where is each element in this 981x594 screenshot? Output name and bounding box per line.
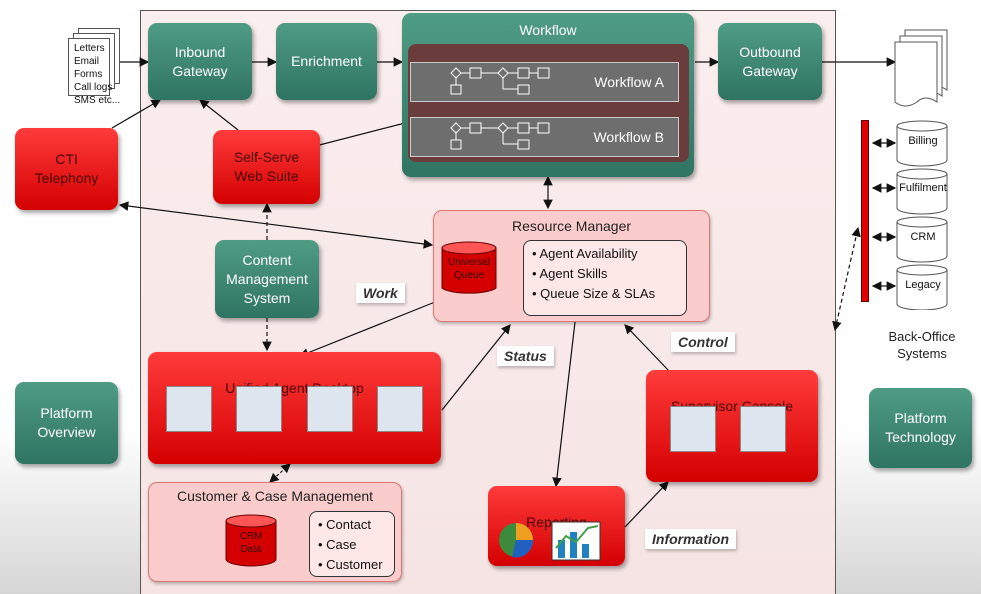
resource-manager-title: Resource Manager <box>511 218 632 234</box>
work-label: Work <box>356 283 405 303</box>
ccm-bullet-3: Customer <box>318 555 386 575</box>
outbound-gateway-node[interactable]: Outbound Gateway <box>718 23 822 100</box>
edge-backoffice <box>832 226 861 332</box>
back-office-legacy: Legacy <box>905 279 941 291</box>
crm-data-icon <box>225 514 277 567</box>
rm-bullet-2: Agent Skills <box>532 264 678 284</box>
agent-icon-3 <box>307 386 353 432</box>
workflow-b-flow-icon <box>450 122 550 150</box>
ccm-title: Customer & Case Management <box>176 488 374 504</box>
inputs-text: Letters Email Forms Call logs SMS etc... <box>74 43 121 106</box>
edge-cti-inbound <box>111 99 162 129</box>
edge-supervisor-rm <box>624 324 671 373</box>
workflow-b-label: Workflow B <box>593 129 664 145</box>
control-label: Control <box>671 332 735 352</box>
back-office-billing: Billing <box>908 135 938 147</box>
universal-queue-label: Universal Queue <box>448 257 490 281</box>
supervisor-icon-2 <box>740 406 786 452</box>
platform-technology-node[interactable]: Platform Technology <box>869 388 972 468</box>
back-office-bus <box>861 120 869 302</box>
enrichment-node[interactable]: Enrichment <box>276 23 377 100</box>
rm-bullet-box: Agent Availability Agent Skills Queue Si… <box>523 240 687 316</box>
supervisor-icon-1 <box>670 406 716 452</box>
ccm-bullet-2: Case <box>318 535 386 555</box>
workflow-a-flow-icon <box>450 67 550 95</box>
universal-queue-icon <box>441 241 497 294</box>
edge-reporting-supervisor <box>624 481 669 528</box>
inbound-gateway-node[interactable]: Inbound Gateway <box>148 23 252 100</box>
ccm-bullet-1: Contact <box>318 515 386 535</box>
reporting-charts-icon <box>499 521 601 561</box>
platform-overview-node[interactable]: Platform Overview <box>15 382 118 464</box>
crm-data-label: CRM Data <box>239 531 263 555</box>
back-office-fulfilment: Fulfilment <box>899 182 947 194</box>
rm-bullet-3: Queue Size & SLAs <box>532 284 678 304</box>
output-docs-icon <box>894 29 948 107</box>
content-management-node[interactable]: Content Management System <box>215 240 319 318</box>
edge-cti-rm <box>118 201 434 249</box>
input-doc-front <box>68 38 110 96</box>
edge-rm-reporting <box>552 321 576 488</box>
edge-uad-rm <box>441 324 511 411</box>
cti-telephony-node[interactable]: CTI Telephony <box>15 128 118 210</box>
rm-bullet-1: Agent Availability <box>532 244 678 264</box>
ccm-bullet-box: Contact Case Customer <box>309 511 395 577</box>
edge-uad-ccm <box>269 463 291 483</box>
agent-icon-2 <box>236 386 282 432</box>
information-label: Information <box>645 529 736 549</box>
back-office-title: Back-Office Systems <box>888 329 956 361</box>
agent-icon-4 <box>377 386 423 432</box>
self-serve-node[interactable]: Self-Serve Web Suite <box>213 130 320 204</box>
agent-icon-1 <box>166 386 212 432</box>
back-office-cylinders <box>896 120 948 310</box>
back-office-crm: CRM <box>910 231 936 243</box>
edge-rm-uad <box>298 299 441 358</box>
workflow-title: Workflow <box>519 22 577 38</box>
status-label: Status <box>497 346 554 366</box>
edge-selfserve-inbound <box>199 99 239 131</box>
workflow-a-label: Workflow A <box>594 74 664 90</box>
